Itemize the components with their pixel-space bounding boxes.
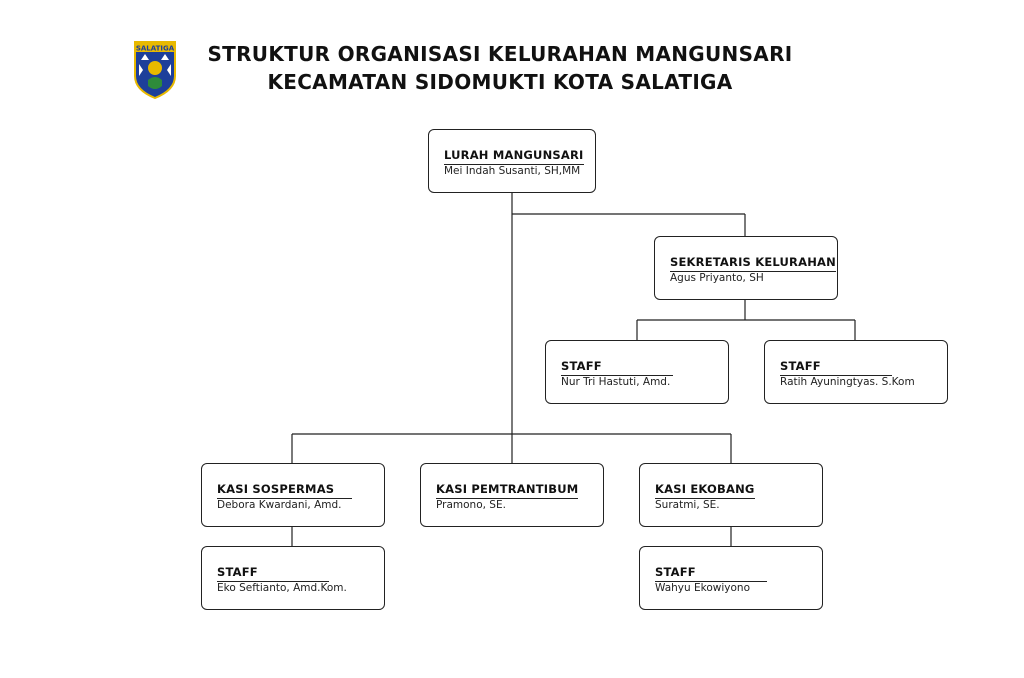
node-staff-sospermas: STAFF Eko Seftianto, Amd.Kom.	[201, 546, 385, 610]
node-staff-sekretaris-1-title: STAFF	[561, 359, 673, 376]
node-staff-sekretaris-2-name: Ratih Ayuningtyas. S.Kom	[780, 376, 915, 388]
node-kasi-pemtrantibum-title: KASI PEMTRANTIBUM	[436, 482, 579, 499]
node-staff-ekobang-name: Wahyu Ekowiyono	[655, 582, 750, 594]
svg-text:SALATIGA: SALATIGA	[136, 45, 175, 53]
node-sekretaris: SEKRETARIS KELURAHAN Agus Priyanto, SH	[654, 236, 838, 300]
salatiga-logo: SALATIGA	[134, 41, 176, 100]
chart-title-line-2: KECAMATAN SIDOMUKTI KOTA SALATIGA	[267, 70, 733, 94]
node-staff-sekretaris-1: STAFF Nur Tri Hastuti, Amd.	[545, 340, 729, 404]
node-lurah: LURAH MANGUNSARI Mei Indah Susanti, SH,M…	[428, 129, 596, 193]
node-kasi-sospermas-title: KASI SOSPERMAS	[217, 482, 352, 499]
node-kasi-ekobang-title: KASI EKOBANG	[655, 482, 755, 499]
node-staff-ekobang-title: STAFF	[655, 565, 767, 582]
node-staff-sekretaris-2: STAFF Ratih Ayuningtyas. S.Kom	[764, 340, 948, 404]
node-staff-sospermas-name: Eko Seftianto, Amd.Kom.	[217, 582, 347, 594]
node-sekretaris-title: SEKRETARIS KELURAHAN	[670, 255, 836, 272]
node-kasi-sospermas: KASI SOSPERMAS Debora Kwardani, Amd.	[201, 463, 385, 527]
node-kasi-ekobang-name: Suratmi, SE.	[655, 499, 720, 511]
node-kasi-ekobang: KASI EKOBANG Suratmi, SE.	[639, 463, 823, 527]
node-lurah-title: LURAH MANGUNSARI	[444, 148, 584, 165]
node-staff-ekobang: STAFF Wahyu Ekowiyono	[639, 546, 823, 610]
node-staff-sekretaris-2-title: STAFF	[780, 359, 892, 376]
node-staff-sekretaris-1-name: Nur Tri Hastuti, Amd.	[561, 376, 671, 388]
node-lurah-name: Mei Indah Susanti, SH,MM	[444, 165, 581, 177]
node-staff-sospermas-title: STAFF	[217, 565, 329, 582]
node-kasi-sospermas-name: Debora Kwardani, Amd.	[217, 499, 342, 511]
node-kasi-pemtrantibum-name: Pramono, SE.	[436, 499, 506, 511]
node-kasi-pemtrantibum: KASI PEMTRANTIBUM Pramono, SE.	[420, 463, 604, 527]
chart-title-line-1: STRUKTUR ORGANISASI KELURAHAN MANGUNSARI	[207, 42, 793, 66]
node-sekretaris-name: Agus Priyanto, SH	[670, 272, 764, 284]
